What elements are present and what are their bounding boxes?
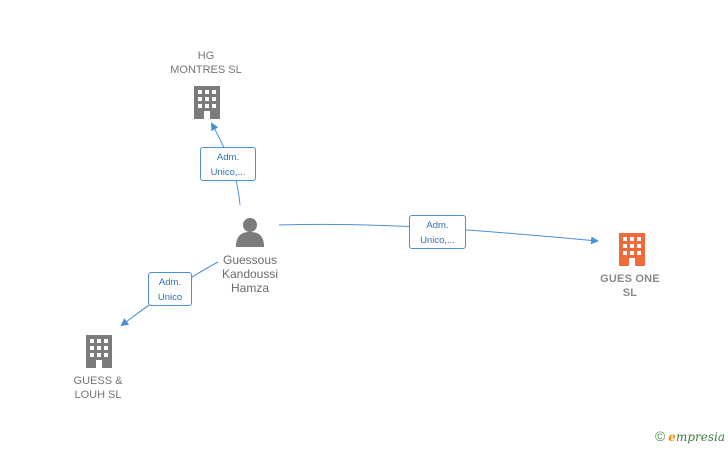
node-label-hg-montres[interactable]: HG MONTRES SL <box>170 50 242 76</box>
building-icon[interactable] <box>194 86 220 119</box>
node-label-guess-louh[interactable]: GUESS & LOUH SL <box>73 375 123 401</box>
edge-label-to-gues-one[interactable]: Adm. Unico,... <box>409 215 466 249</box>
edge-label-to-guess-louh[interactable]: Adm. Unico <box>148 272 192 306</box>
node-label-gues-one[interactable]: GUES ONE SL <box>600 273 660 299</box>
brand-initial: e <box>668 430 676 444</box>
brand-name: mpresia <box>675 430 725 444</box>
node-label-person[interactable]: Guessous Kandoussi Hamza <box>221 253 279 295</box>
person-icon[interactable] <box>236 218 264 247</box>
building-icon[interactable] <box>86 335 112 368</box>
empresia-brand: ©empresia <box>655 428 725 444</box>
edge-label-to-hg-montres[interactable]: Adm. Unico,... <box>200 147 256 181</box>
copyright-icon: © <box>654 428 666 444</box>
building-icon-focus[interactable] <box>619 233 645 266</box>
